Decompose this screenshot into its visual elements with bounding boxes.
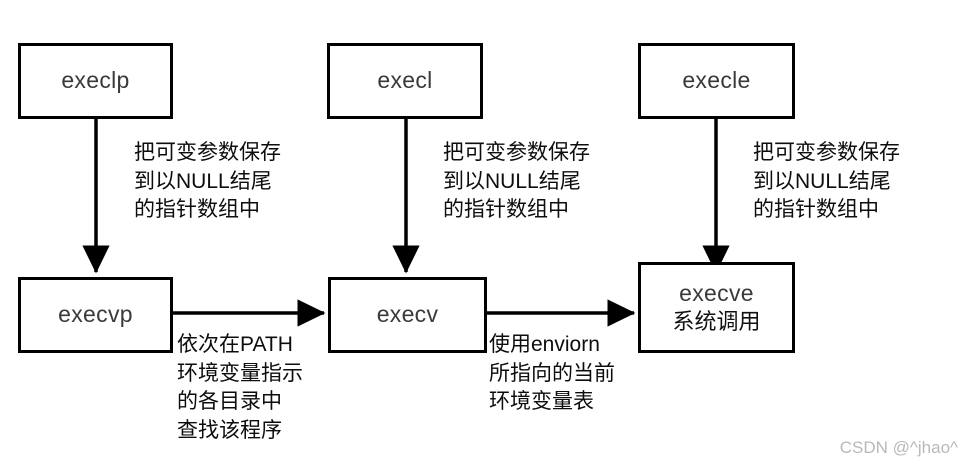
annotation-line: 查找该程序 xyxy=(177,418,282,442)
annotation-line: 的指针数组中 xyxy=(753,198,879,222)
annotation-line: 到以NULL结尾 xyxy=(134,169,272,193)
annotation-line: 的指针数组中 xyxy=(134,198,260,222)
node-execlp[interactable]: execlp xyxy=(18,43,173,119)
node-execv[interactable]: execv xyxy=(328,277,487,353)
annotation-line: 的各目录中 xyxy=(177,390,282,414)
annotation-line: 把可变参数保存 xyxy=(443,141,590,164)
annotation-execl-to-execv: 把可变参数保存 到以NULL结尾 的指针数组中 xyxy=(443,139,590,225)
node-execle-label: execle xyxy=(682,67,751,94)
node-execve-sublabel: 系统调用 xyxy=(672,309,761,335)
node-execve-label: execve xyxy=(679,279,754,306)
node-execvp[interactable]: execvp xyxy=(18,277,173,353)
annotation-line: 使用enviorn xyxy=(489,333,600,356)
annotation-line: 到以NULL结尾 xyxy=(753,169,891,193)
annotation-line: 环境变量指示 xyxy=(177,361,303,385)
node-execve[interactable]: execve 系统调用 xyxy=(638,262,795,353)
annotation-execlp-to-execvp: 把可变参数保存 到以NULL结尾 的指针数组中 xyxy=(134,139,281,225)
annotation-execle-to-execve: 把可变参数保存 到以NULL结尾 的指针数组中 xyxy=(753,139,900,225)
annotation-line: 所指向的当前 xyxy=(489,361,615,385)
annotation-execvp-to-execv: 依次在PATH 环境变量指示 的各目录中 查找该程序 xyxy=(177,331,303,445)
node-execv-label: execv xyxy=(376,301,439,328)
node-execle[interactable]: execle xyxy=(638,43,795,119)
annotation-line: 环境变量表 xyxy=(489,390,594,414)
annotation-line: 依次在PATH xyxy=(177,333,293,356)
annotation-line: 的指针数组中 xyxy=(443,198,569,222)
node-execlp-label: execlp xyxy=(61,67,130,94)
annotation-line: 到以NULL结尾 xyxy=(443,169,581,193)
watermark: CSDN @^jhao^ xyxy=(839,438,958,457)
node-execvp-label: execvp xyxy=(58,301,133,328)
annotation-line: 把可变参数保存 xyxy=(753,141,900,164)
node-execl[interactable]: execl xyxy=(327,43,483,119)
annotation-execv-to-execve: 使用enviorn 所指向的当前 环境变量表 xyxy=(489,331,615,417)
annotation-line: 把可变参数保存 xyxy=(134,141,281,164)
node-execl-label: execl xyxy=(377,67,433,94)
